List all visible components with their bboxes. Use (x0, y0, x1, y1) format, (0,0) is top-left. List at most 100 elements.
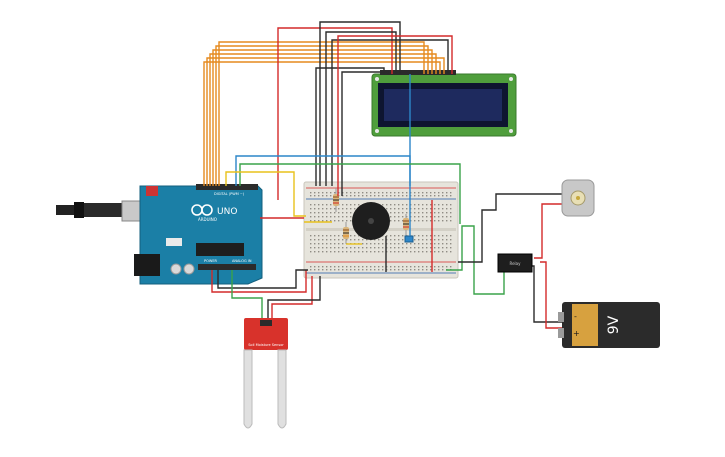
lcd-display[interactable] (371, 70, 517, 137)
breadboard-hole (402, 239, 404, 241)
digital-header (196, 184, 258, 190)
breadboard-hole (350, 208, 352, 210)
breadboard-hole (314, 251, 316, 253)
breadboard-hole (422, 220, 424, 222)
breadboard-hole (390, 247, 392, 249)
breadboard-hole (314, 220, 316, 222)
breadboard-hole (450, 195, 452, 197)
breadboard-hole (434, 235, 436, 237)
breadboard-hole (326, 220, 328, 222)
breadboard-hole (430, 266, 432, 268)
breadboard-hole (422, 266, 424, 268)
breadboard-hole (318, 235, 320, 237)
breadboard-hole (442, 212, 444, 214)
breadboard-hole (338, 239, 340, 241)
breadboard-hole (446, 204, 448, 206)
breadboard-hole (350, 220, 352, 222)
breadboard-hole (310, 235, 312, 237)
breadboard-hole (330, 251, 332, 253)
breadboard-hole (450, 251, 452, 253)
breadboard-hole (342, 239, 344, 241)
breadboard-hole (338, 266, 340, 268)
breadboard-hole (362, 266, 364, 268)
breadboard-hole (378, 192, 380, 194)
breadboard-hole (442, 208, 444, 210)
breadboard-hole (346, 195, 348, 197)
breadboard-hole (418, 251, 420, 253)
breadboard-hole (314, 235, 316, 237)
breadboard-hole (354, 192, 356, 194)
capacitor (183, 263, 195, 275)
piezo-buzzer[interactable] (352, 202, 390, 240)
breadboard-hole (314, 192, 316, 194)
breadboard-hole (366, 192, 368, 194)
breadboard-hole (354, 204, 356, 206)
resistor[interactable] (343, 222, 349, 244)
arduino-uno[interactable]: UNO ARDUINO DIGITAL (PWM ~) POWER ANALOG… (56, 184, 263, 285)
breadboard-hole (334, 208, 336, 210)
breadboard-hole (434, 208, 436, 210)
breadboard-hole (426, 192, 428, 194)
breadboard-hole (402, 208, 404, 210)
breadboard-hole (446, 220, 448, 222)
breadboard-hole (390, 212, 392, 214)
battery-9v[interactable]: - + 9V (558, 302, 660, 348)
breadboard-hole (382, 243, 384, 245)
breadboard-hole (442, 216, 444, 218)
breadboard-hole (450, 192, 452, 194)
digital-header-label: DIGITAL (PWM ~) (214, 192, 245, 196)
breadboard-hole (314, 247, 316, 249)
resistor[interactable] (333, 188, 339, 212)
sensor-header (260, 320, 272, 326)
breadboard-hole (326, 243, 328, 245)
breadboard-hole (430, 251, 432, 253)
breadboard-hole (314, 208, 316, 210)
breadboard-hole (402, 204, 404, 206)
dc-motor[interactable] (561, 179, 595, 217)
breadboard-hole (350, 269, 352, 271)
breadboard-hole (450, 247, 452, 249)
breadboard-hole (438, 216, 440, 218)
breadboard-hole (430, 243, 432, 245)
breadboard-hole (398, 247, 400, 249)
breadboard-hole (450, 216, 452, 218)
breadboard-hole (358, 239, 360, 241)
breadboard-hole (394, 192, 396, 194)
battery-gold-band (572, 304, 598, 346)
breadboard-hole (314, 212, 316, 214)
breadboard-hole (426, 239, 428, 241)
breadboard-hole (434, 251, 436, 253)
breadboard-hole (342, 243, 344, 245)
breadboard-hole (418, 204, 420, 206)
breadboard-hole (350, 216, 352, 218)
breadboard-hole (390, 204, 392, 206)
breadboard-hole (422, 269, 424, 271)
breadboard-hole (342, 247, 344, 249)
breadboard-hole (406, 216, 408, 218)
breadboard-hole (402, 266, 404, 268)
breadboard-hole (398, 216, 400, 218)
breadboard-hole (414, 235, 416, 237)
breadboard-hole (322, 195, 324, 197)
breadboard-hole (446, 192, 448, 194)
reset-button[interactable] (146, 186, 158, 196)
breadboard-hole (414, 239, 416, 241)
breadboard-hole (314, 269, 316, 271)
breadboard-hole (438, 239, 440, 241)
breadboard-hole (406, 266, 408, 268)
relay[interactable]: Relay (497, 253, 533, 273)
breadboard-hole (450, 212, 452, 214)
resistor[interactable] (403, 214, 409, 236)
breadboard-hole (426, 266, 428, 268)
breadboard-hole (406, 212, 408, 214)
soil-moisture-sensor[interactable]: Soil Moisture Sensor (231, 270, 321, 429)
breadboard-hole (350, 195, 352, 197)
battery-terminal-plus (558, 328, 564, 338)
breadboard-hole (334, 251, 336, 253)
breadboard-hole (374, 269, 376, 271)
potentiometer[interactable] (404, 235, 414, 243)
breadboard-hole (362, 251, 364, 253)
lcd-mount-hole (375, 77, 379, 81)
arduino-brand: UNO (217, 207, 237, 217)
breadboard-hole (346, 192, 348, 194)
